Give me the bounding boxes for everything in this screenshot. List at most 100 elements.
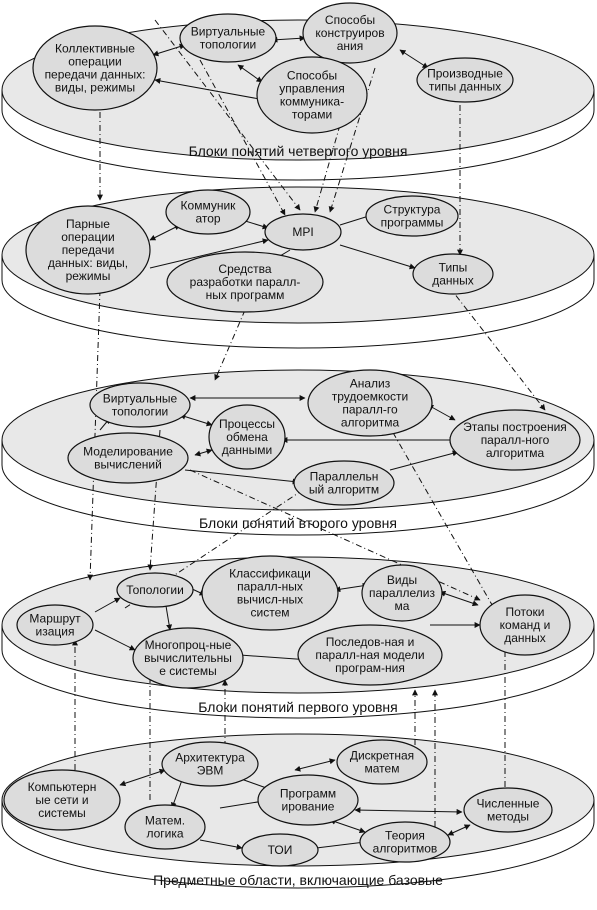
node-label-line: операции (61, 230, 114, 244)
node-shape (132, 627, 244, 689)
node-shape (201, 555, 339, 631)
node-label-line: Топологии (126, 583, 184, 597)
node-label-line: режимы (66, 269, 111, 283)
node-label-line: Типы (439, 261, 468, 275)
node-mpi: MPI (264, 213, 342, 251)
node-label-line: топологии (112, 405, 169, 419)
node-label-line: Парные (66, 217, 110, 231)
node-label-line: данных (504, 631, 546, 645)
node-shape (161, 741, 259, 787)
node-label-line: данных (432, 274, 474, 288)
node-shape (116, 572, 194, 608)
node-label-line: ирование (282, 800, 335, 814)
node-label-line: Коллективные (55, 42, 135, 56)
node-label-line: параллелиз (369, 586, 436, 600)
node-label-line: програм-ния (335, 661, 405, 675)
node-shape (241, 833, 319, 867)
node-math-logic: Матем.логика (124, 804, 206, 850)
node-label-line: MPI (292, 225, 313, 239)
node-label-line: логика (146, 827, 183, 841)
node-shape (179, 13, 277, 63)
node-label-line: Программ (280, 787, 336, 801)
node-label-line: ания (337, 39, 364, 53)
node-shape (124, 804, 206, 850)
node-shape (256, 56, 368, 134)
node-shape (412, 253, 494, 295)
node-shape (16, 604, 94, 646)
node-label-line: Компьютерн (28, 780, 97, 794)
node-label-line: Потоки (505, 605, 544, 619)
node-label-line: передачи (62, 243, 115, 257)
node-shape (25, 205, 151, 295)
level-1-label: Блоки понятий первого уровня (198, 699, 397, 715)
node-label-line: Параллельн (310, 470, 379, 484)
node-label-line: паралл-го (342, 403, 398, 417)
node-label-line: ТОИ (268, 843, 293, 857)
node-label-line: паралл-ных (237, 580, 303, 594)
node-shape (264, 213, 342, 251)
node-shape (463, 787, 553, 833)
node-label-line: Дискретная (350, 749, 414, 763)
node-shape (67, 432, 189, 484)
node-label-line: Классификаци (229, 567, 311, 581)
node-label-line: ые сети и (35, 793, 88, 807)
node-shape (302, 2, 398, 64)
node-label-line: ый алгоритм (309, 483, 379, 497)
node-label-line: Маршрут (29, 612, 81, 626)
node-label-line: Производные (427, 67, 503, 81)
node-shape (166, 251, 324, 313)
node-label-line: вычислений (94, 458, 162, 472)
node-shape (293, 460, 395, 506)
node-label-line: передачи данных: (45, 68, 146, 82)
node-label-line: системы (38, 806, 86, 820)
node-label-line: Структура (384, 203, 441, 217)
node-shape (307, 369, 433, 437)
node-shape (359, 821, 451, 863)
node-label-line: Многопроц-ные (145, 638, 232, 652)
node-label-line: Способы (325, 13, 375, 27)
node-label-line: Способы (287, 69, 337, 83)
level-4-label: Блоки понятий четвертого уровня (189, 143, 408, 159)
node-shape (32, 25, 158, 111)
node-label-line: программы (381, 216, 444, 230)
node-label-line: паралл-ного (481, 433, 550, 447)
node-label-line: ных программ (206, 288, 285, 302)
node-shape (479, 594, 571, 656)
node-topologies: Топологии (116, 572, 194, 608)
node-label-line: команд и (500, 618, 551, 632)
node-shape (208, 404, 286, 470)
bottom-caption: Предметные области, включающие базовые (153, 872, 443, 888)
node-shape (297, 624, 443, 686)
node-label-line: систем (251, 606, 290, 620)
node-label-line: трудоемкости (332, 390, 409, 404)
node-label-line: методы (487, 810, 529, 824)
node-shape (165, 189, 251, 235)
node-label-line: изация (36, 625, 75, 639)
node-label-line: алгоритма (341, 416, 400, 430)
node-label-line: Архитектура (175, 751, 245, 765)
node-shape (89, 382, 191, 428)
node-label-line: алгоритма (486, 446, 545, 460)
node-label-line: операции (68, 55, 121, 69)
node-label-line: Теория (385, 829, 425, 843)
node-shape (365, 195, 459, 237)
node-toi: ТОИ (241, 833, 319, 867)
